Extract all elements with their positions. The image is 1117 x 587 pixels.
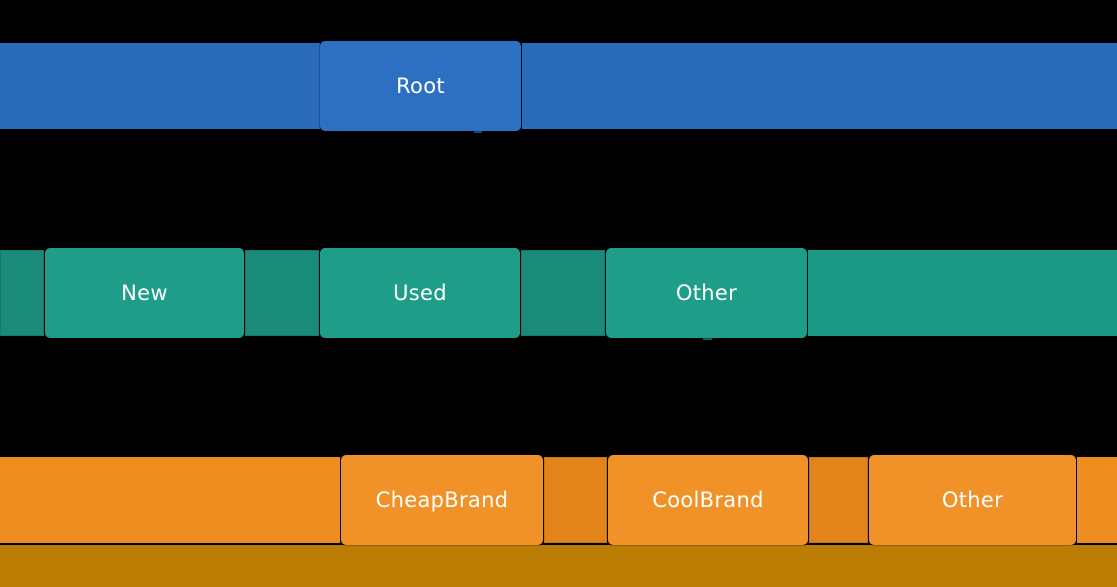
node-label: Other [941, 488, 1004, 512]
frame-segment-l2[interactable] [521, 250, 605, 336]
frame-segment-l2[interactable] [245, 250, 319, 336]
node-other-l2[interactable]: Other [606, 248, 807, 338]
level-4-strip[interactable] [0, 545, 1117, 587]
node-label: CheapBrand [375, 488, 509, 512]
node-root-l1[interactable]: Root [320, 41, 521, 131]
frame-segment-l1[interactable] [0, 43, 320, 129]
node-label: New [121, 281, 168, 305]
node-new-l2[interactable]: New [45, 248, 244, 338]
node-cheapbrand-l3[interactable]: CheapBrand [341, 455, 543, 545]
node-label: Root [396, 74, 445, 98]
frame-segment-l3[interactable] [0, 457, 340, 543]
tiny-child-nub-l1 [474, 129, 482, 133]
frame-segment-l3[interactable] [544, 457, 607, 543]
frame-segment-l2[interactable] [808, 250, 1117, 336]
node-label: Used [393, 281, 447, 305]
frame-segment-l3[interactable] [1077, 457, 1117, 543]
frame-segment-l3[interactable] [809, 457, 868, 543]
node-label: CoolBrand [652, 488, 764, 512]
frame-segment-l2[interactable] [0, 250, 44, 336]
node-used-l2[interactable]: Used [320, 248, 520, 338]
tiny-child-nub-l1 [703, 336, 712, 340]
node-label: Other [675, 281, 738, 305]
frame-segment-l1[interactable] [522, 43, 1117, 129]
node-other-l3[interactable]: Other [869, 455, 1076, 545]
node-coolbrand-l3[interactable]: CoolBrand [608, 455, 808, 545]
